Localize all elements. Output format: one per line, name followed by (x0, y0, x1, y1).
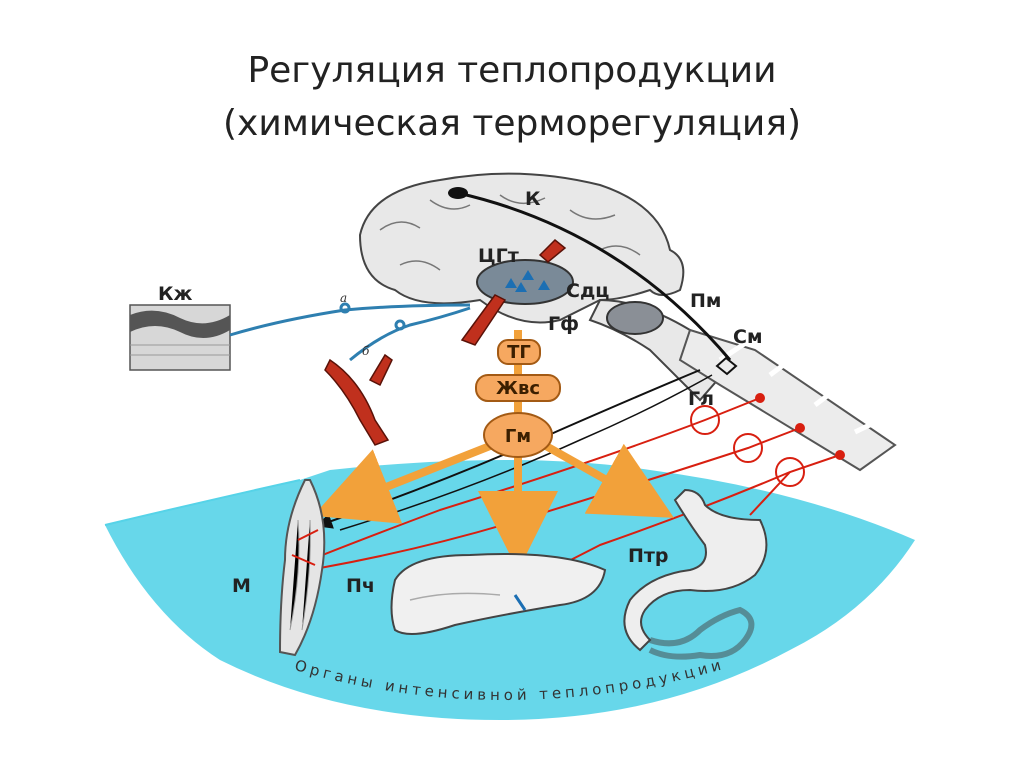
tg-box (497, 339, 541, 365)
gm-box (483, 412, 553, 458)
brain (358, 172, 737, 402)
skin-section (129, 304, 231, 371)
muscle (278, 479, 326, 657)
label-sm: См (733, 326, 762, 348)
label-sdts: Сдц (566, 280, 609, 302)
label-b: б (362, 344, 370, 358)
title-line-1: Регуляция теплопродукции (247, 50, 777, 91)
afferent-nerves (229, 302, 471, 362)
zhvs-box (475, 374, 561, 402)
label-k: К (525, 188, 541, 210)
liver (390, 553, 607, 635)
label-pm: Пм (690, 290, 721, 312)
box-gm-label: Гм (505, 426, 531, 447)
box-zhvs-label: Жвс (496, 378, 540, 399)
box-tg-label: ТГ (507, 342, 531, 363)
label-ptr: Птр (628, 545, 669, 567)
label-a: а (340, 291, 347, 305)
label-m: М (232, 575, 251, 597)
title-line-2: (химическая терморегуляция) (222, 103, 802, 144)
label-pch: Пч (346, 575, 375, 597)
stomach-intestine (623, 488, 768, 660)
label-gf: Гф (548, 313, 579, 335)
label-tsgt: ЦГт (478, 245, 519, 267)
label-gl: Гл (688, 388, 714, 410)
blood-vessels (324, 238, 567, 446)
label-kzh: Кж (158, 283, 193, 305)
